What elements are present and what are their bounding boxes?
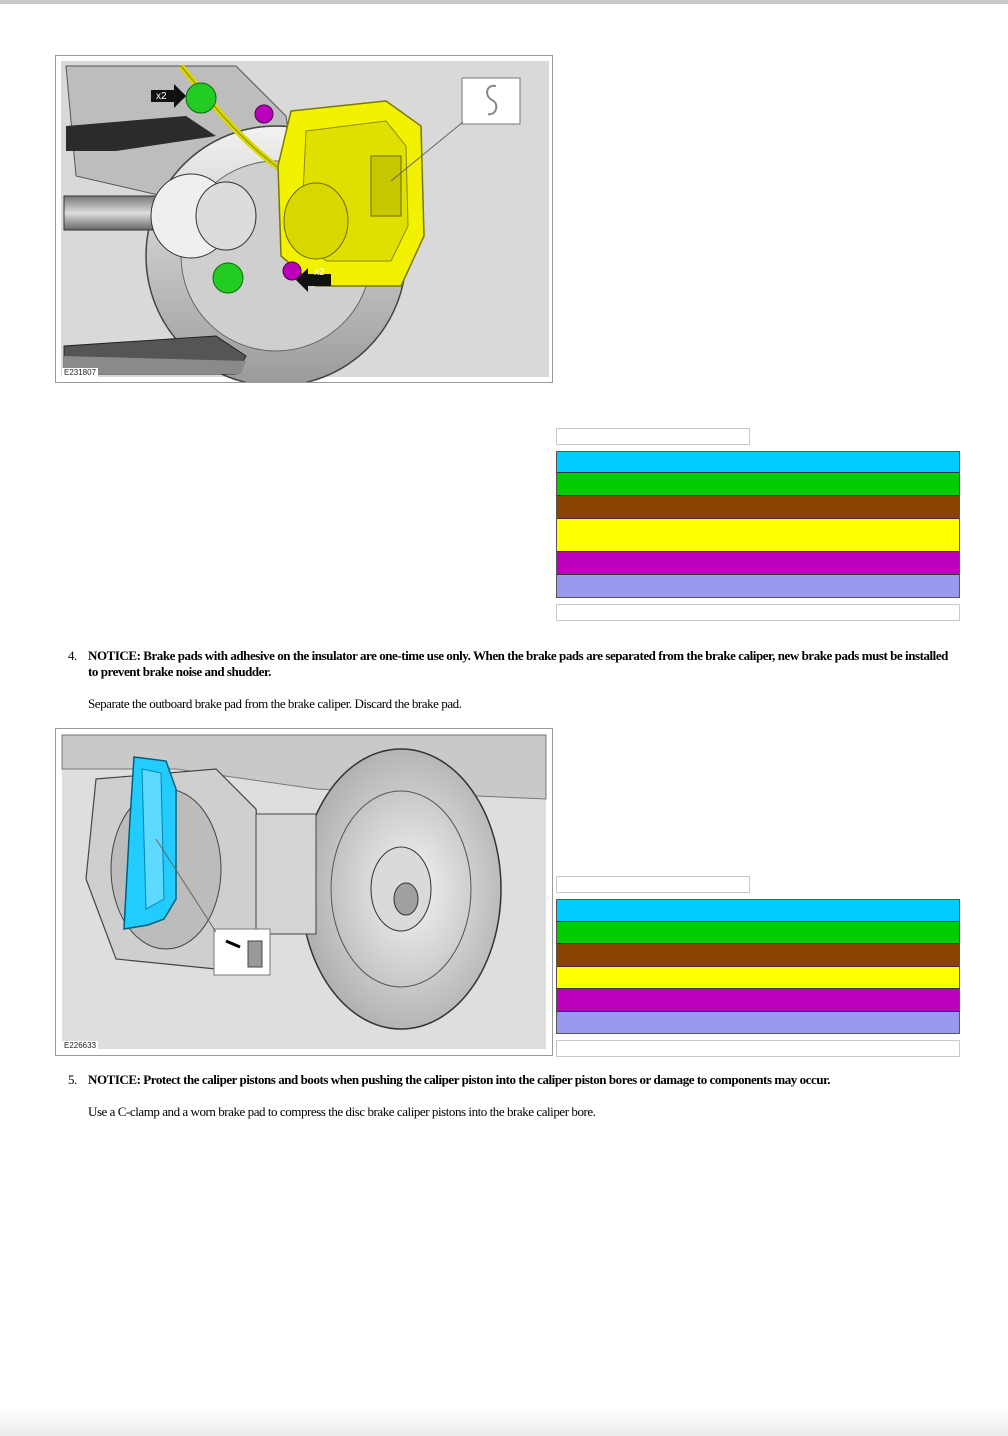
legend-color-row-2 [557, 473, 959, 496]
legend-color-row-6 [557, 575, 959, 597]
step-notice: NOTICE: Brake pads with adhesive on the … [88, 648, 948, 679]
legend-header [556, 876, 750, 893]
legend-color-row-5 [557, 989, 959, 1012]
legend-color-row-5 [557, 552, 959, 575]
step-text: Separate the outboard brake pad from the… [88, 696, 462, 711]
legend-footer [556, 1040, 960, 1057]
legend-header [556, 428, 750, 445]
callout-label-top: x2 [156, 91, 167, 102]
legend-color-row-4 [557, 967, 959, 989]
step-notice: NOTICE: Protect the caliper pistons and … [88, 1072, 831, 1087]
legend-color-rows [556, 899, 960, 1034]
brake-pad-illustration [61, 734, 547, 1049]
step-5: 5. NOTICE: Protect the caliper pistons a… [68, 1072, 958, 1120]
top-border [0, 0, 1008, 4]
legend-color-row-6 [557, 1012, 959, 1033]
legend-color-row-2 [557, 922, 959, 944]
figure-caliper-removal: x2 x2 E231807 [55, 55, 553, 383]
legend-footer [556, 604, 960, 621]
legend-table-1 [556, 428, 960, 621]
figure-brake-pad-removal: E226633 [55, 728, 553, 1056]
figure-border [552, 56, 553, 382]
legend-color-row-3 [557, 496, 959, 519]
step-number: 4. [68, 648, 77, 663]
step-text: Use a C-clamp and a worn brake pad to co… [88, 1104, 596, 1119]
callout-label-bottom: x2 [314, 267, 325, 278]
legend-color-rows [556, 451, 960, 598]
caliper-illustration [61, 61, 549, 382]
legend-color-row-1 [557, 452, 959, 473]
figure-border [552, 729, 553, 1055]
legend-color-row-1 [557, 900, 959, 922]
legend-color-row-4 [557, 519, 959, 552]
step-number: 5. [68, 1072, 77, 1087]
figure-id-label: E226633 [62, 1041, 99, 1050]
bottom-fade [0, 1406, 1008, 1436]
step-4: 4. NOTICE: Brake pads with adhesive on t… [68, 648, 958, 712]
figure-id-label: E231807 [62, 368, 99, 377]
legend-color-row-3 [557, 944, 959, 967]
legend-table-2 [556, 876, 960, 1057]
